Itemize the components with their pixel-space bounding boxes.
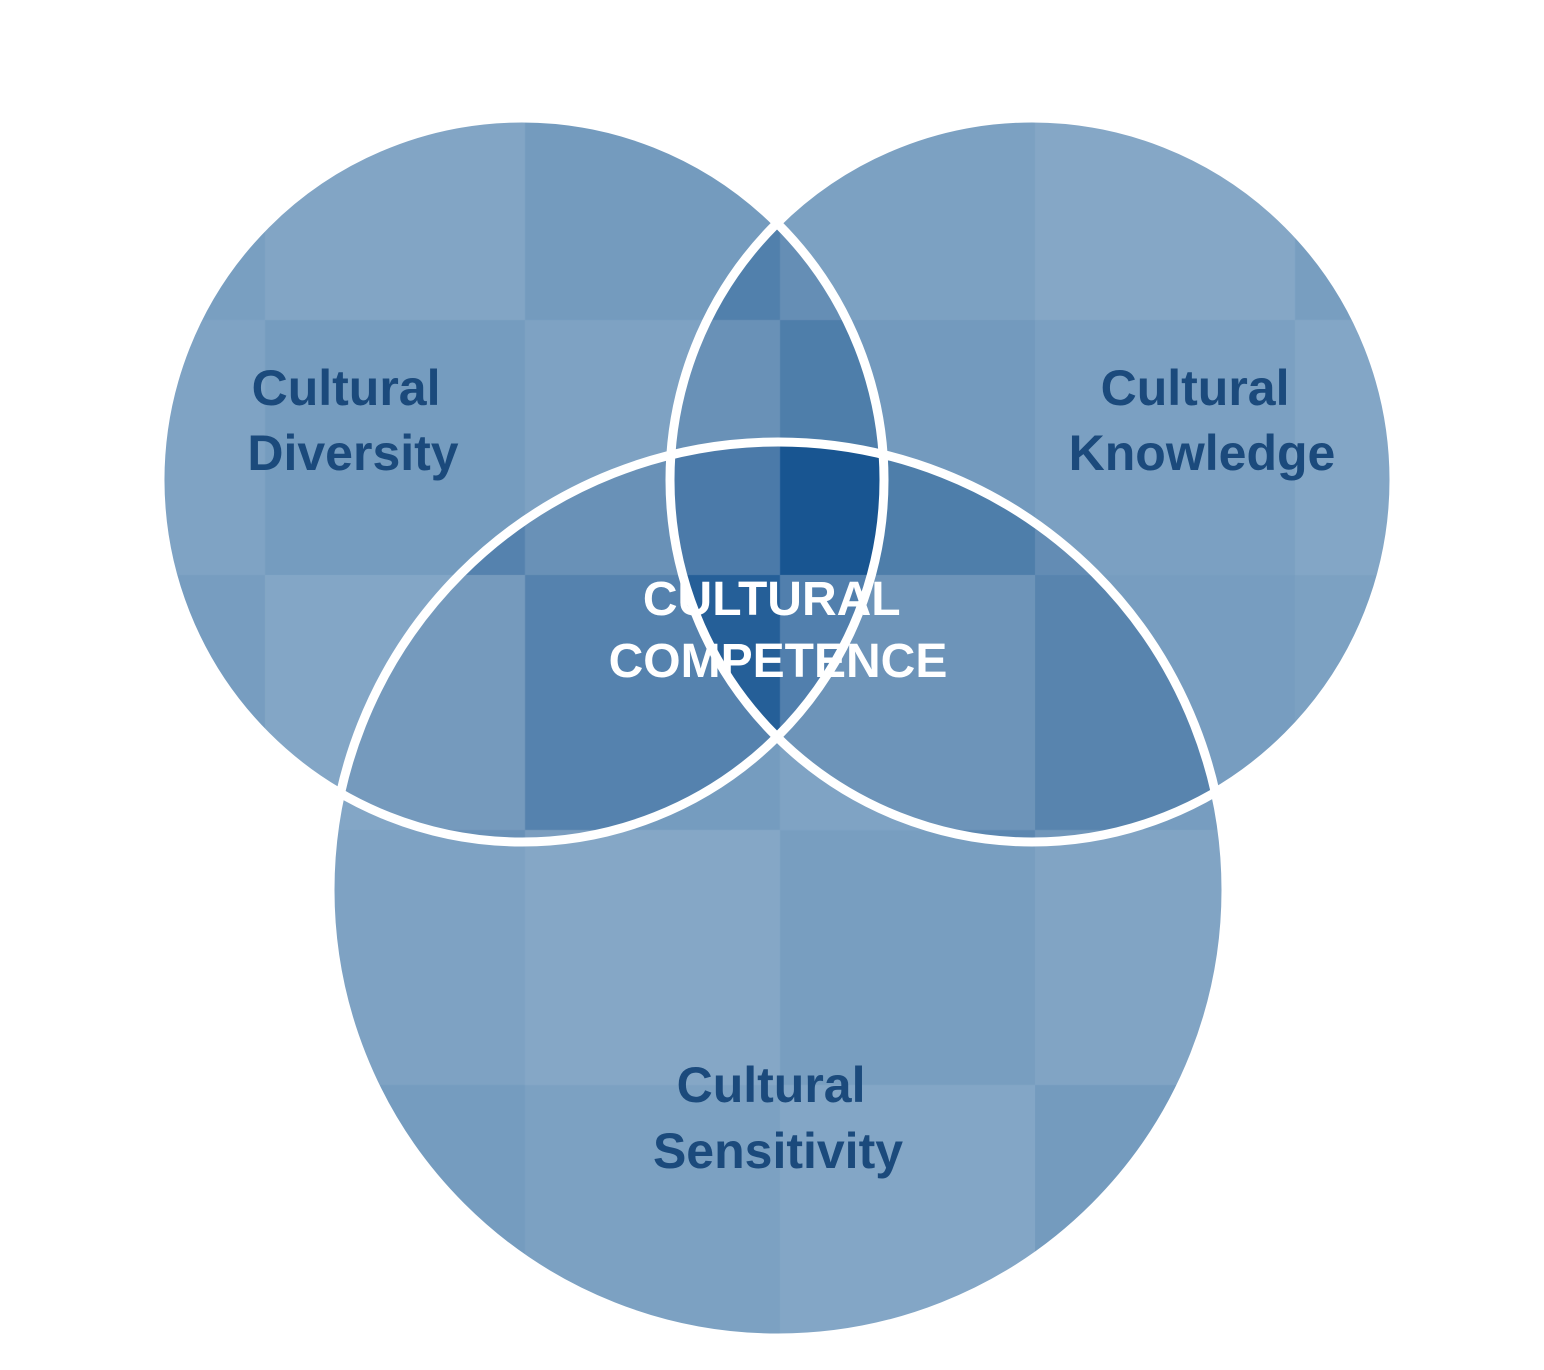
label-cultural-knowledge: Cultural Knowledge bbox=[1069, 360, 1336, 481]
label-line: Diversity bbox=[247, 425, 458, 481]
outline-bottom bbox=[325, 437, 1231, 1343]
circle-outlines bbox=[155, 113, 1399, 1343]
label-line: Cultural bbox=[677, 1057, 866, 1113]
label-cultural-competence: CULTURAL COMPETENCE bbox=[609, 573, 948, 688]
label-cultural-sensitivity: Cultural Sensitivity bbox=[653, 1057, 903, 1179]
label-line: Cultural bbox=[1101, 360, 1290, 416]
label-cultural-diversity: Cultural Diversity bbox=[247, 360, 458, 481]
label-line: Sensitivity bbox=[653, 1123, 903, 1179]
label-line: Cultural bbox=[252, 360, 441, 416]
outline-right bbox=[665, 113, 1399, 847]
outline-left bbox=[155, 113, 889, 847]
label-line: COMPETENCE bbox=[609, 635, 948, 688]
label-line: Knowledge bbox=[1069, 425, 1336, 481]
label-line: CULTURAL bbox=[643, 573, 900, 626]
